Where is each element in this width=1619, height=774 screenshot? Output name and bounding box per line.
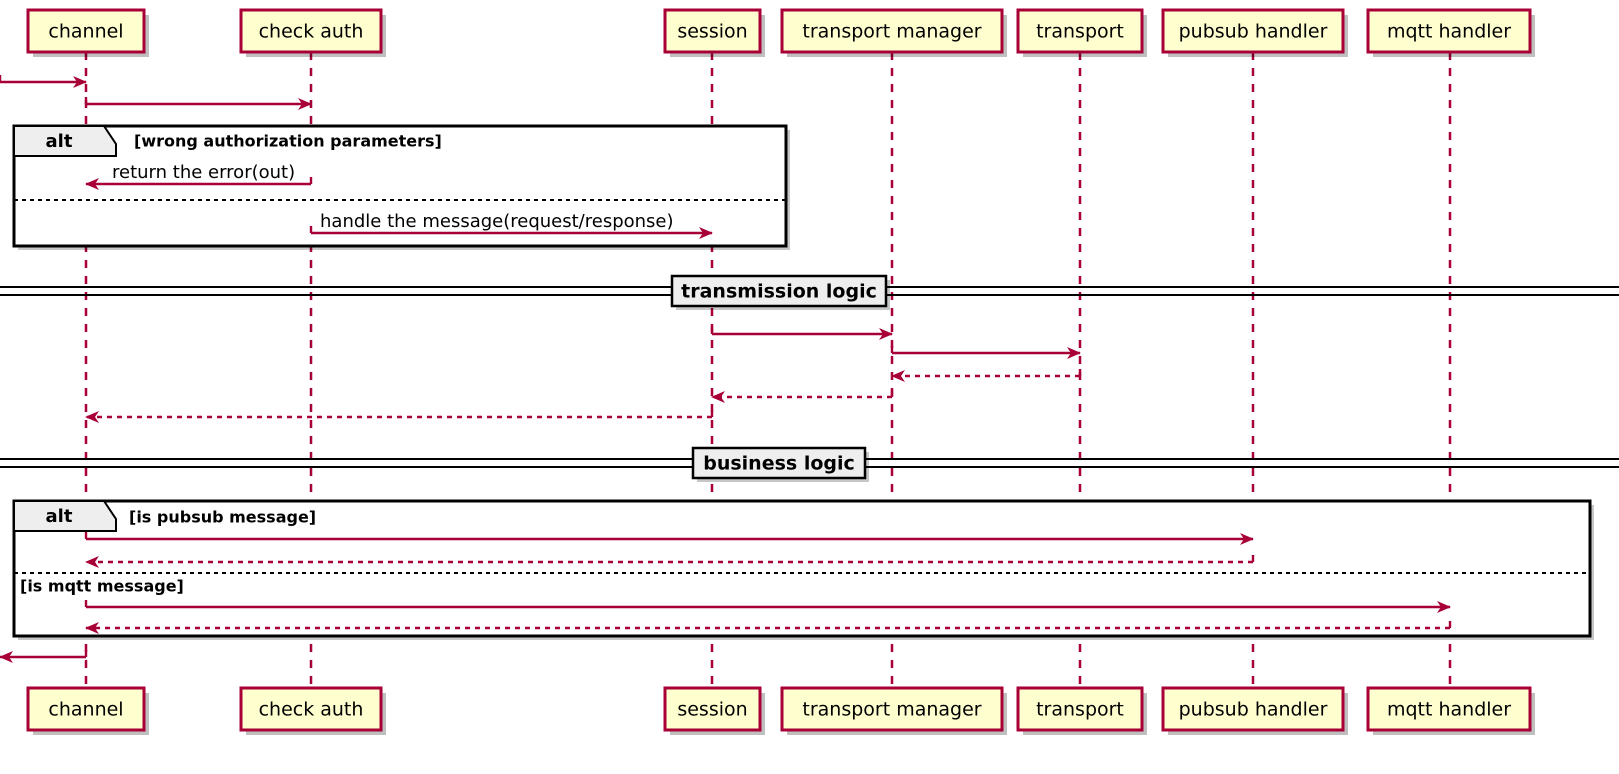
participant-transport-manager-top[interactable]: transport manager [780,8,1007,57]
participant-label: check auth [259,21,364,43]
fragment-kind-label: alt [46,131,73,152]
participants-layer: channel channel check auth check auth sessio… [26,8,1535,735]
participant-box[interactable] [663,686,762,732]
message-m11 [85,555,1255,568]
participant-box[interactable] [780,686,1004,732]
divider-box [670,274,888,308]
participant-label: transport [1036,699,1124,721]
participant-box[interactable] [663,8,762,54]
message-m2 [84,97,312,110]
message-m3: return the error(out) [85,162,313,190]
message-m10 [84,532,1254,545]
message-label: return the error(out) [112,162,295,183]
participant-channel-top[interactable]: channel [26,8,149,57]
participant-box[interactable] [1016,686,1144,732]
participant-label: session [677,21,747,43]
participant-label: check auth [259,699,364,721]
participant-session-top[interactable]: session [663,8,765,57]
messages-layer: return the error(out) handle the message(… [0,75,1452,663]
fragment-kind-label: alt [46,506,73,527]
participant-mqtt-handler-bottom[interactable]: mqtt handler [1366,686,1535,735]
message-m7 [891,369,1082,382]
fragment-guard-0: [is pubsub message] [129,508,316,527]
participant-box[interactable] [26,8,146,54]
participant-label: pubsub handler [1179,21,1328,43]
fragment-kind-box [13,500,117,532]
message-m9 [85,410,714,423]
participant-label: channel [48,21,123,43]
message-m6 [890,346,1081,359]
participant-label: transport manager [802,699,981,721]
participant-check-auth-bottom[interactable]: check auth [239,686,386,735]
divider-label: business logic [703,453,855,475]
participant-box[interactable] [1366,8,1532,54]
fragment-body [12,499,1592,638]
participant-label: pubsub handler [1179,699,1328,721]
message-m5 [710,327,893,340]
message-label: handle the message(request/response) [320,211,674,232]
fragment-body [12,124,788,248]
participant-box[interactable] [1016,8,1144,54]
fragment-guard-0: [wrong authorization parameters] [134,132,442,151]
message-m14 [0,650,88,663]
participant-channel-bottom[interactable]: channel [26,686,149,735]
participant-transport-bottom[interactable]: transport [1016,686,1147,735]
participant-label: mqtt handler [1387,699,1511,721]
fragment-frag-business: alt [is pubsub message] [is mqtt message] [12,499,1594,640]
participant-box[interactable] [1161,8,1345,54]
participant-box[interactable] [26,686,146,732]
participant-label: transport manager [802,21,981,43]
participant-label: transport [1036,21,1124,43]
message-m1 [0,75,87,88]
participant-session-bottom[interactable]: session [663,686,765,735]
participant-pubsub-handler-top[interactable]: pubsub handler [1161,8,1348,57]
participant-check-auth-top[interactable]: check auth [239,8,386,57]
message-m12 [84,600,1451,613]
participant-box[interactable] [239,686,383,732]
fragments-layer: alt [wrong authorization parameters] alt [i… [12,124,1594,640]
participant-box[interactable] [239,8,383,54]
divider-label: transmission logic [681,281,877,303]
message-m13 [85,621,1452,634]
participant-mqtt-handler-top[interactable]: mqtt handler [1366,8,1535,57]
participant-label: session [677,699,747,721]
divider-divider-transmission: transmission logic [0,274,1619,310]
fragment-kind-box [13,125,117,157]
divider-box [691,446,867,480]
participant-transport-manager-bottom[interactable]: transport manager [780,686,1007,735]
participant-label: mqtt handler [1387,21,1511,43]
message-m8 [711,390,894,403]
participant-box[interactable] [1161,686,1345,732]
message-m4: handle the message(request/response) [309,211,713,239]
divider-divider-business: business logic [0,446,1619,482]
participant-transport-top[interactable]: transport [1016,8,1147,57]
participant-box[interactable] [780,8,1004,54]
participant-pubsub-handler-bottom[interactable]: pubsub handler [1161,686,1348,735]
participant-box[interactable] [1366,686,1532,732]
fragment-frag-auth: alt [wrong authorization parameters] [12,124,790,250]
participant-label: channel [48,699,123,721]
dividers-layer: transmission logic business logic [0,274,1619,482]
fragment-guard-1: [is mqtt message] [20,577,184,596]
